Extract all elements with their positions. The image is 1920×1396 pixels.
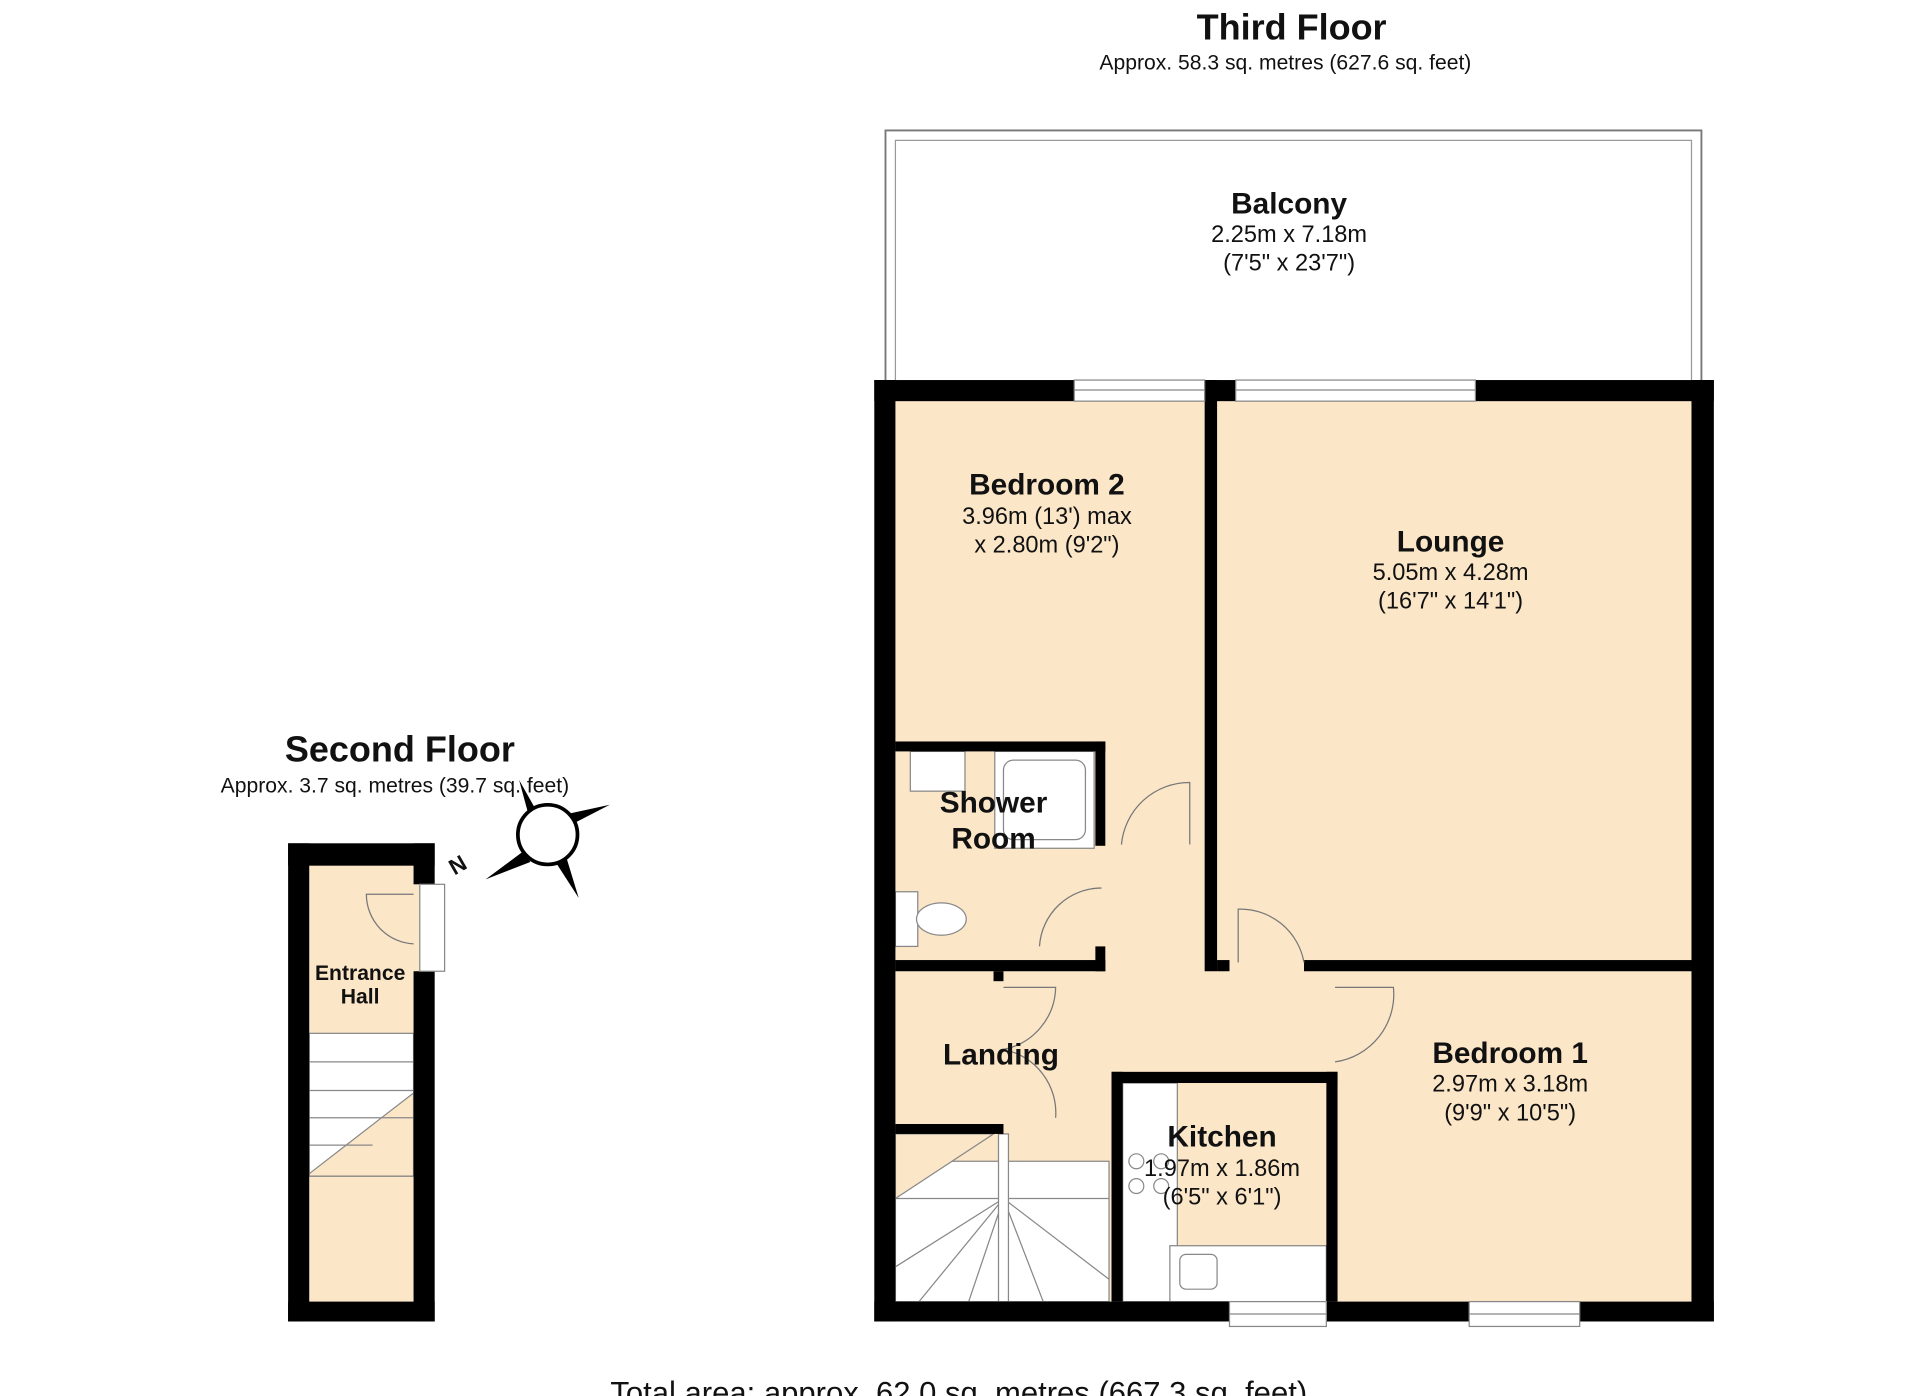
landing-name: Landing bbox=[943, 1038, 1059, 1071]
lounge-dim-ft: (16'7" x 14'1") bbox=[1378, 588, 1523, 614]
total-area: Total area: approx. 62.0 sq. metres (667… bbox=[610, 1375, 1307, 1396]
balcony-dim-ft: (7'5" x 23'7") bbox=[1223, 250, 1355, 276]
bedroom2-dim-ft: x 2.80m (9'2") bbox=[974, 532, 1119, 558]
stairs bbox=[894, 1133, 1110, 1303]
compass-icon bbox=[485, 779, 610, 898]
windows bbox=[1073, 379, 1581, 1328]
doors bbox=[1003, 781, 1395, 1118]
entrance-hall-name-2: Hall bbox=[341, 986, 380, 1009]
compass-north-label: N bbox=[445, 850, 471, 880]
kitchen-dim-m: 1.97m x 1.86m bbox=[1144, 1155, 1300, 1181]
kitchen-name: Kitchen bbox=[1167, 1120, 1276, 1153]
bedroom2-name: Bedroom 2 bbox=[969, 468, 1125, 501]
bedroom1-name: Bedroom 1 bbox=[1432, 1037, 1588, 1070]
second-floor-plan: Entrance Hall bbox=[288, 843, 446, 1322]
shower-room-name-1: Shower bbox=[940, 786, 1048, 819]
second-floor-area: Approx. 3.7 sq. metres (39.7 sq. feet) bbox=[221, 774, 569, 797]
kitchen-dim-ft: (6'5" x 6'1") bbox=[1163, 1184, 1282, 1210]
entrance-hall-name-1: Entrance bbox=[315, 962, 406, 985]
bathroom-fixtures bbox=[894, 750, 1095, 948]
balcony-name: Balcony bbox=[1231, 188, 1347, 221]
lounge-name: Lounge bbox=[1397, 525, 1505, 558]
third-floor-title: Third Floor bbox=[1197, 7, 1387, 48]
bedroom1-dim-m: 2.97m x 3.18m bbox=[1432, 1071, 1588, 1097]
shower-room-name-2: Room bbox=[951, 822, 1035, 855]
balcony-dim-m: 2.25m x 7.18m bbox=[1211, 221, 1367, 247]
bedroom1-dim-ft: (9'9" x 10'5") bbox=[1444, 1099, 1576, 1125]
kitchen-units bbox=[1122, 1082, 1327, 1303]
bedroom2-dim-m: 3.96m (13') max bbox=[962, 503, 1132, 529]
third-floor-area: Approx. 58.3 sq. metres (627.6 sq. feet) bbox=[1099, 52, 1471, 75]
walls bbox=[874, 380, 1714, 1322]
lounge-dim-m: 5.05m x 4.28m bbox=[1373, 559, 1529, 585]
balcony: Balcony 2.25m x 7.18m (7'5" x 23'7") bbox=[884, 129, 1703, 381]
second-floor-title: Second Floor bbox=[285, 728, 515, 769]
